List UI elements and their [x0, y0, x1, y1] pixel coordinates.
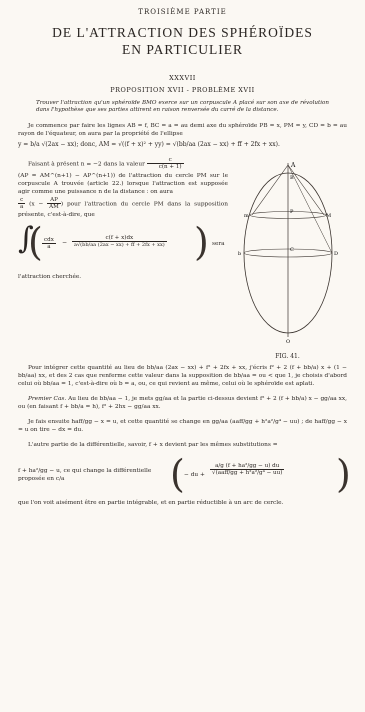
- paragraph-4-text: Au lieu de bb/aa − 1, je mets gg/aa et l…: [18, 395, 347, 410]
- paragraph-1: Je commence par faire les lignes AB = f,…: [18, 122, 347, 137]
- label-m-left: m: [244, 213, 249, 219]
- integral-frac-2-den: a√(bb/aa (2ax − xx) + ff + 2fx + xx): [74, 242, 165, 249]
- fraction-1-den: c(n + 1): [158, 164, 182, 171]
- integral-expression: ∫ ( cdx a − c(f + x)dx a√(bb/aa (2ax − x…: [18, 219, 228, 269]
- label-a: A: [290, 162, 296, 169]
- section-number: XXXVII: [169, 74, 196, 82]
- paragraph-2d: l'attraction cherchée.: [18, 273, 82, 280]
- part-heading: TROISIÈME PARTIE: [138, 8, 227, 16]
- label-b: B: [290, 175, 294, 181]
- label-c: C: [290, 247, 294, 253]
- line-am: [251, 164, 289, 215]
- eq-fraction-den: √(aaff/gg + h²a²/g⁴ − uu): [212, 470, 283, 477]
- paragraph-5: Je fais ensuite haff/gg − x = u, et cett…: [18, 418, 347, 433]
- integral-frac-1-num: cdx: [42, 236, 56, 245]
- label-b-left: b: [238, 251, 241, 257]
- integral-minus: −: [62, 238, 68, 246]
- paragraph-6b: f + ha²/gg − u, ce qui change la différe…: [18, 467, 152, 482]
- paragraph-4: Premier Cas. Au lieu de bb/aa − 1, je me…: [18, 395, 347, 411]
- formula-ellipse: y = b/a √(2ax − xx); donc, AM = √((f + x…: [18, 140, 280, 148]
- fraction-1-num: c: [146, 157, 184, 165]
- label-d: D: [334, 251, 338, 257]
- fraction-ap-am: AP AM: [47, 197, 61, 211]
- fraction-ap: AP: [47, 197, 61, 205]
- premier-cas-label: Premier Cas.: [28, 395, 67, 402]
- eq-fraction: a/g (f + ha²/gg − u) du √(aaff/gg + h²a²…: [210, 463, 285, 477]
- figure-caption: FIG. 41.: [275, 352, 300, 360]
- integral-frac-1: cdx a: [42, 237, 56, 251]
- line-ad: [287, 164, 333, 253]
- proposition-heading: PROPOSITION XVII - PROBLÈME XVII: [110, 86, 255, 94]
- eq-left-paren: (: [170, 451, 185, 496]
- right-paren: ): [194, 219, 209, 264]
- eq-minus-du: − du +: [184, 471, 205, 478]
- paragraph-2a-text: Faisant à présent n = −2 dans la valeur: [28, 161, 145, 168]
- figure-41: A B M m P C D b O FIG. 41.: [228, 155, 347, 360]
- integral-frac-1-den: a: [47, 244, 51, 251]
- circle-pm: [249, 210, 327, 219]
- paragraph-2c-text: pour l'attraction du cercle PM dans la s…: [18, 201, 228, 218]
- paragraph-2c: c a (x − AP AM ) pour l'attraction du ce…: [18, 196, 228, 218]
- paragraph-6: L'autre partie de la différentielle, sav…: [28, 441, 278, 448]
- fraction-1: c c(n + 1): [146, 157, 184, 171]
- fraction-am: AM: [49, 204, 59, 211]
- integral-sign: ∫: [18, 220, 34, 256]
- integral-frac-2-num: c(f + x)dx: [72, 235, 167, 243]
- paragraph-7: que l'on voit aisément être en partie in…: [18, 499, 284, 506]
- fraction-2-den: a: [20, 204, 24, 211]
- eq-right-paren: ): [336, 451, 351, 496]
- label-m: M: [326, 213, 331, 219]
- chapter-title: DE L'ATTRACTION DES SPHÉROÏDES EN PARTIC…: [18, 24, 347, 58]
- problem-statement: Trouver l'attraction qu'un sphéroïde BMO…: [36, 100, 329, 114]
- sera-word: sera: [212, 240, 225, 247]
- left-paren: (: [28, 219, 43, 264]
- chapter-title-line-2: EN PARTICULIER: [121, 42, 244, 57]
- spheroid-diagram: A B M m P C D b O: [238, 162, 338, 345]
- chapter-title-line-1: DE L'ATTRACTION DES SPHÉROÏDES: [52, 25, 313, 40]
- paragraph-2a: Faisant à présent n = −2 dans la valeur …: [18, 157, 228, 171]
- left-column: Faisant à présent n = −2 dans la valeur …: [18, 155, 228, 360]
- text-and-figure: Faisant à présent n = −2 dans la valeur …: [18, 155, 347, 360]
- eq-fraction-num: a/g (f + ha²/gg − u) du: [210, 463, 285, 471]
- fraction-2: c a: [18, 197, 26, 211]
- integral-frac-2: c(f + x)dx a√(bb/aa (2ax − xx) + ff + 2f…: [72, 235, 167, 249]
- paragraph-3: Pour intégrer cette quantité au lieu de …: [18, 364, 347, 387]
- label-o: O: [286, 339, 290, 345]
- fraction-2-num: c: [18, 197, 26, 205]
- line-am-right: [287, 164, 325, 215]
- final-equation: f + ha²/gg − u, ce qui change la différe…: [18, 451, 351, 497]
- label-p: P: [290, 209, 294, 215]
- paragraph-2b: (AP = AM^(n+1) − AP^(n+1)) de l'attracti…: [18, 172, 228, 195]
